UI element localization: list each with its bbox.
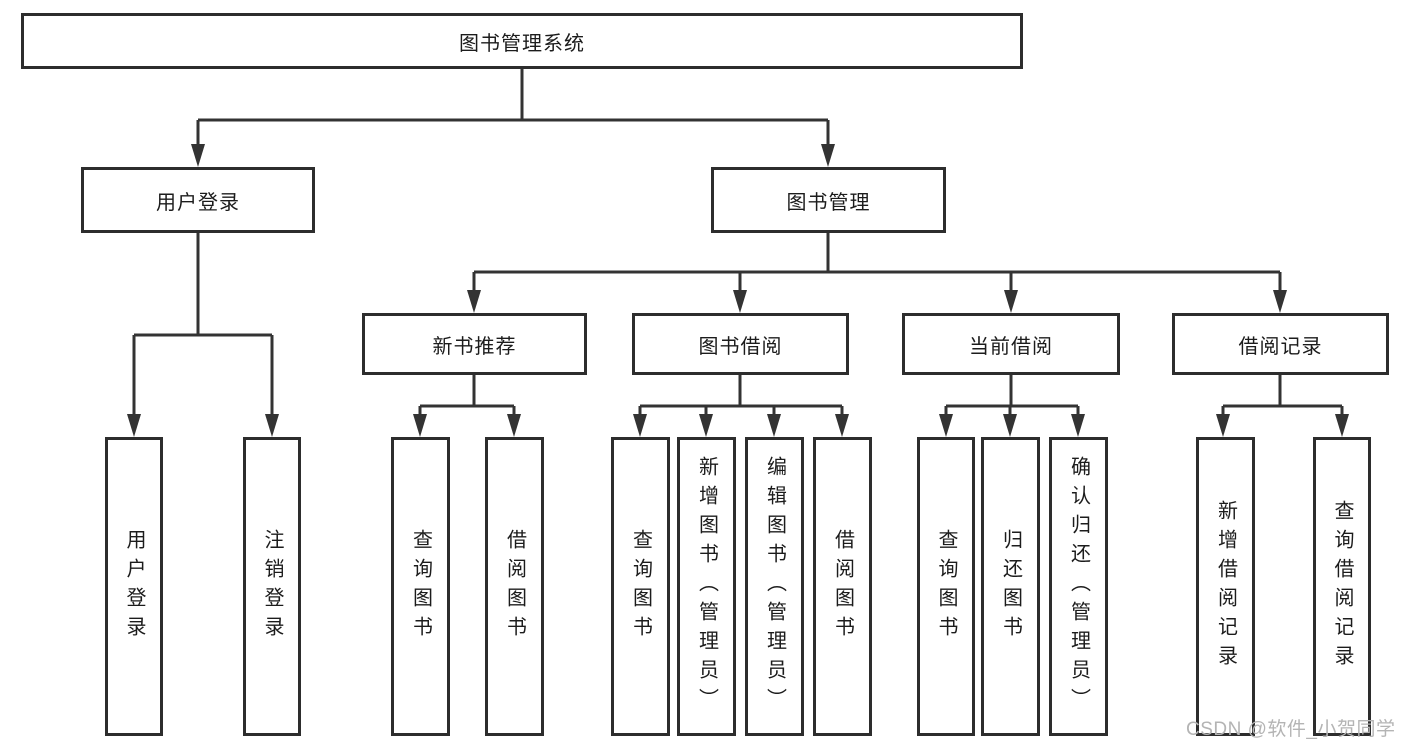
node-root-label: 图书管理系统 bbox=[459, 32, 585, 55]
arrow-icon bbox=[467, 290, 481, 313]
node-leaf-bb-edit-label: 编辑图书（管理员） bbox=[763, 456, 786, 717]
node-leaf-br-query: 查询借阅记录 bbox=[1313, 437, 1371, 736]
node-book-mgmt: 图书管理 bbox=[711, 167, 946, 233]
node-borrow-records: 借阅记录 bbox=[1172, 313, 1389, 375]
node-leaf-logout-label: 注销登录 bbox=[261, 528, 283, 645]
node-leaf-nb-borrow: 借阅图书 bbox=[485, 437, 544, 736]
connector-book-mgmt-to-level3 bbox=[472, 233, 1282, 292]
node-leaf-bb-add-label: 新增图书（管理员） bbox=[695, 456, 718, 717]
node-current-borrow: 当前借阅 bbox=[902, 313, 1120, 375]
arrow-icon bbox=[835, 414, 849, 437]
arrow-icon bbox=[1003, 414, 1017, 437]
node-leaf-login-label: 用户登录 bbox=[123, 528, 145, 645]
node-book-borrow-label: 图书借阅 bbox=[698, 335, 783, 358]
node-leaf-logout: 注销登录 bbox=[243, 437, 301, 736]
connector-user-login-to-leaves bbox=[132, 233, 274, 416]
node-leaf-login: 用户登录 bbox=[105, 437, 163, 736]
node-leaf-br-add-label: 新增借阅记录 bbox=[1214, 499, 1237, 674]
node-leaf-nb-query: 查询图书 bbox=[391, 437, 450, 736]
node-leaf-nb-query-label: 查询图书 bbox=[409, 528, 432, 645]
arrow-icon bbox=[939, 414, 953, 437]
node-user-login: 用户登录 bbox=[81, 167, 315, 233]
node-leaf-cb-confirm: 确认归还（管理员） bbox=[1049, 437, 1108, 736]
node-user-login-label: 用户登录 bbox=[156, 191, 240, 214]
arrow-icon bbox=[633, 414, 647, 437]
node-leaf-bb-query: 查询图书 bbox=[611, 437, 670, 736]
arrow-icon bbox=[733, 290, 747, 313]
connector-root-to-level2 bbox=[196, 69, 830, 146]
node-current-borrow-label: 当前借阅 bbox=[969, 335, 1053, 358]
node-leaf-cb-return: 归还图书 bbox=[981, 437, 1040, 736]
node-leaf-nb-borrow-label: 借阅图书 bbox=[503, 528, 526, 645]
arrow-icon bbox=[507, 414, 521, 437]
arrow-icon bbox=[699, 414, 713, 437]
arrow-icon bbox=[1004, 290, 1018, 313]
connector-new-books-to-leaves bbox=[418, 375, 516, 416]
node-leaf-bb-add: 新增图书（管理员） bbox=[677, 437, 736, 736]
arrow-icon bbox=[413, 414, 427, 437]
arrow-icon bbox=[265, 414, 279, 437]
node-leaf-bb-borrow: 借阅图书 bbox=[813, 437, 872, 736]
node-new-books-label: 新书推荐 bbox=[432, 335, 517, 358]
node-root: 图书管理系统 bbox=[21, 13, 1023, 69]
node-leaf-bb-borrow-label: 借阅图书 bbox=[831, 528, 854, 645]
arrow-icon bbox=[127, 414, 141, 437]
node-leaf-cb-return-label: 归还图书 bbox=[999, 528, 1022, 645]
csdn-watermark: CSDN @软件_小贺同学 bbox=[1186, 719, 1396, 740]
arrow-icon bbox=[1071, 414, 1085, 437]
arrow-icon bbox=[821, 144, 835, 167]
connector-current-borrow-to-leaves bbox=[944, 375, 1080, 416]
node-leaf-br-add: 新增借阅记录 bbox=[1196, 437, 1255, 736]
connector-book-borrow-to-leaves bbox=[638, 375, 844, 416]
connector-borrow-records-to-leaves bbox=[1221, 375, 1344, 416]
node-new-books: 新书推荐 bbox=[362, 313, 587, 375]
node-leaf-bb-edit: 编辑图书（管理员） bbox=[745, 437, 804, 736]
arrow-icon bbox=[1273, 290, 1287, 313]
arrow-icon bbox=[1335, 414, 1349, 437]
arrow-icon bbox=[1216, 414, 1230, 437]
node-leaf-bb-query-label: 查询图书 bbox=[629, 528, 652, 645]
node-book-mgmt-label: 图书管理 bbox=[786, 191, 871, 214]
arrowheads bbox=[127, 144, 1349, 437]
node-leaf-cb-query-label: 查询图书 bbox=[935, 528, 957, 645]
node-leaf-cb-query: 查询图书 bbox=[917, 437, 975, 736]
arrow-icon bbox=[767, 414, 781, 437]
node-leaf-cb-confirm-label: 确认归还（管理员） bbox=[1067, 456, 1090, 717]
node-leaf-br-query-label: 查询借阅记录 bbox=[1331, 499, 1353, 674]
node-borrow-records-label: 借阅记录 bbox=[1238, 335, 1323, 358]
arrow-icon bbox=[191, 144, 205, 167]
node-book-borrow: 图书借阅 bbox=[632, 313, 849, 375]
